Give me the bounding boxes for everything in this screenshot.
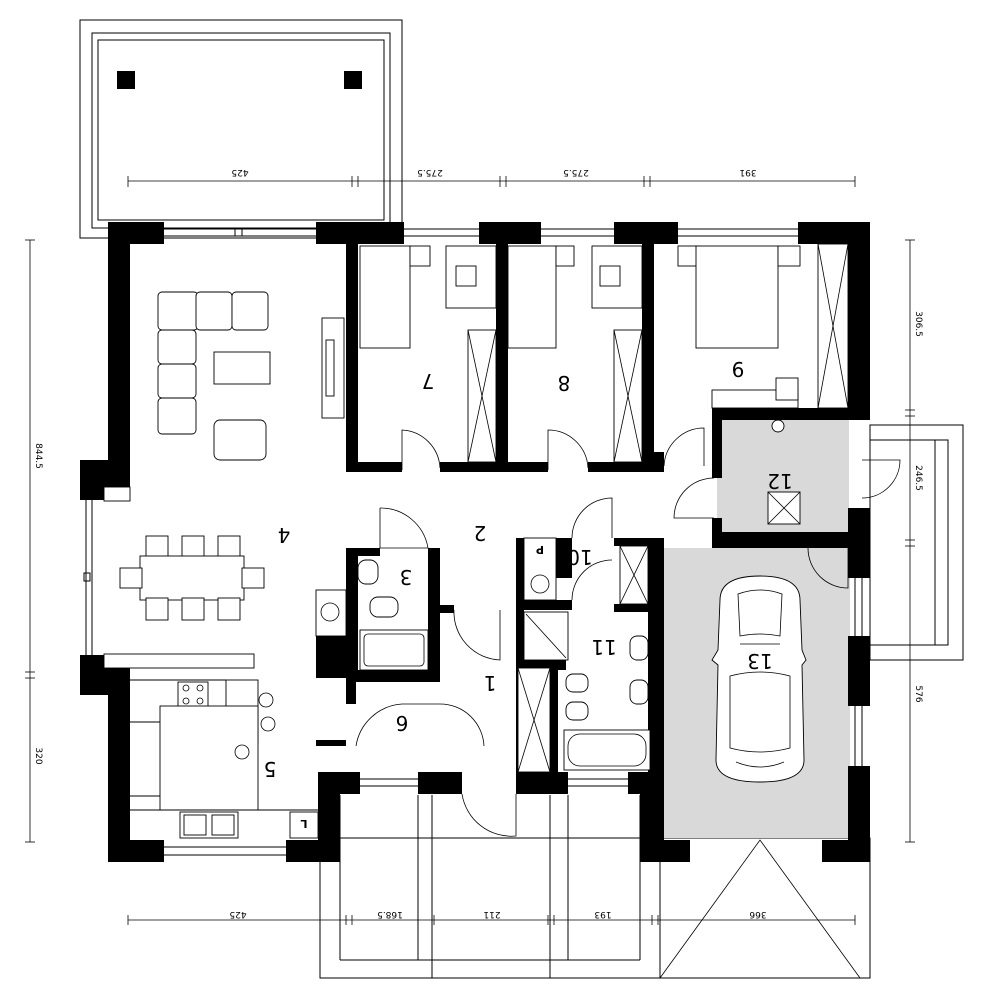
bathroom-3-fixtures [315,559,429,671]
kitchen-mark: L [300,817,307,830]
dim-bottom-3: 211 [483,909,500,919]
terrace-top [79,19,403,239]
room-label-13: 13 [747,649,772,673]
bedroom-7-furniture [359,245,497,463]
dim-bottom-1: 425 [229,909,246,919]
bedroom-9-furniture [677,243,849,409]
dim-top-3: 275.5 [563,167,589,177]
dim-bottom-5: 366 [749,909,766,919]
boiler-room-fixtures [767,419,801,525]
bathroom-11-fixtures [563,635,651,771]
room-label-6: 6 [396,711,409,735]
room-label-3: 3 [400,565,413,589]
dim-top-2: 275.5 [417,167,443,177]
room-labels: 1 2 3 4 5 6 7 8 9 10 11 12 13 [264,357,793,781]
wc-10-fixtures [517,537,649,773]
terrace-column-left [117,71,135,89]
bedroom-8-furniture [507,245,643,463]
living-room-furniture [103,291,345,669]
dim-right-2: 246.5 [913,465,923,491]
interior-walls [316,244,870,838]
dim-bottom-4: 193 [594,909,611,919]
terrace-column-right [344,71,362,89]
room-label-4: 4 [278,523,291,547]
terrace-bottom [319,795,871,979]
room-label-5: 5 [264,757,277,781]
dim-left-1: 844.5 [33,443,43,469]
dim-top-1: 425 [231,167,248,177]
kitchen-furniture [130,679,319,839]
room-label-7: 7 [422,369,435,393]
room-label-11: 11 [591,635,616,659]
room-label-9: 9 [732,357,745,381]
doors [355,427,849,837]
room-label-10: 10 [567,545,592,569]
dim-right-1: 306.5 [913,311,923,337]
exterior-walls [80,222,901,862]
dim-bottom-2: 168.5 [377,909,403,919]
room-label-2: 2 [474,521,487,545]
dim-top-4: 391 [739,167,756,177]
room-label-1: 1 [484,671,497,695]
pantry-mark: P [536,543,544,556]
dimension-labels: 425 275.5 275.5 391 425 168.5 211 193 36… [33,167,923,919]
garage-car [711,575,807,783]
dimension-lines [25,176,915,925]
room-label-8: 8 [558,371,571,395]
dim-right-3: 576 [913,685,923,702]
dim-left-2: 320 [33,747,43,764]
room-label-12: 12 [767,469,792,493]
